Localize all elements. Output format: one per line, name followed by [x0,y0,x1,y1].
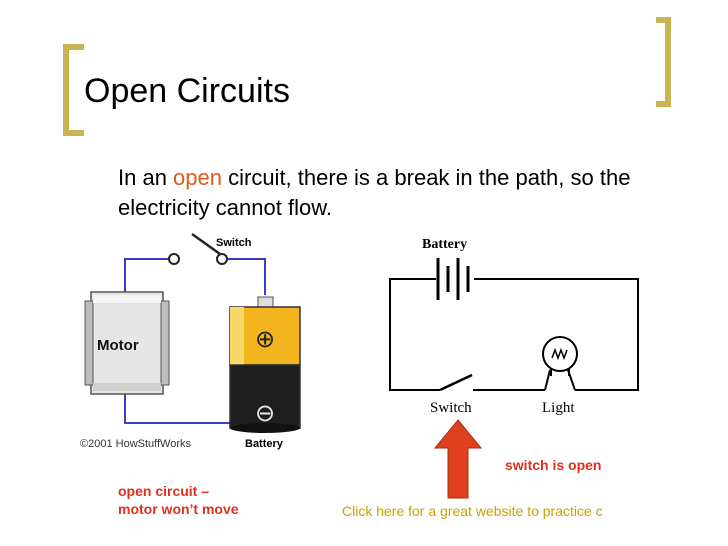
up-arrow-icon [433,419,483,499]
copyright-text: ©2001 HowStuffWorks [80,438,192,450]
caption-open-circuit: open circuit – motor won’t move [118,482,239,518]
caption-line-2: motor won’t move [118,501,239,517]
battery-plus-symbol: ⊕ [255,325,275,353]
switch-terminal-left [168,253,180,265]
right-bracket [656,17,671,107]
page-title: Open Circuits [84,72,290,110]
body-prefix: In an [118,165,174,190]
motor-label: Motor [97,337,139,354]
right-switch-label: Switch [430,400,472,416]
switch-lever [191,232,221,256]
left-bracket [63,44,84,136]
battery-minus-symbol: ⊖ [255,399,275,427]
left-circuit-diagram: Switch Motor ⊕ ⊖ Battery [84,232,301,450]
light-bulb-icon [542,336,578,376]
right-light-label: Light [542,400,575,416]
body-text: In an open circuit, there is a break in … [118,163,658,223]
right-battery-label: Battery [422,237,467,252]
caption-switch-open: switch is open [505,457,602,473]
schematic-wires [389,278,639,391]
left-wires [124,258,266,424]
body-suffix: circuit, there is a break in the path, s… [118,165,631,220]
body-highlight: open [173,165,222,190]
switch-terminal-right [216,253,228,265]
battery-symbol [436,258,470,300]
right-circuit-schematic: Battery Switch Light [389,237,639,416]
practice-website-link[interactable]: Click here for a great website to practi… [342,503,603,519]
caption-line-1: open circuit – [118,483,210,499]
motor [84,291,170,395]
open-switch-lever [439,373,473,392]
left-switch-label: Switch [216,237,252,249]
left-battery-label: Battery [245,438,284,450]
battery-cell [229,296,301,433]
